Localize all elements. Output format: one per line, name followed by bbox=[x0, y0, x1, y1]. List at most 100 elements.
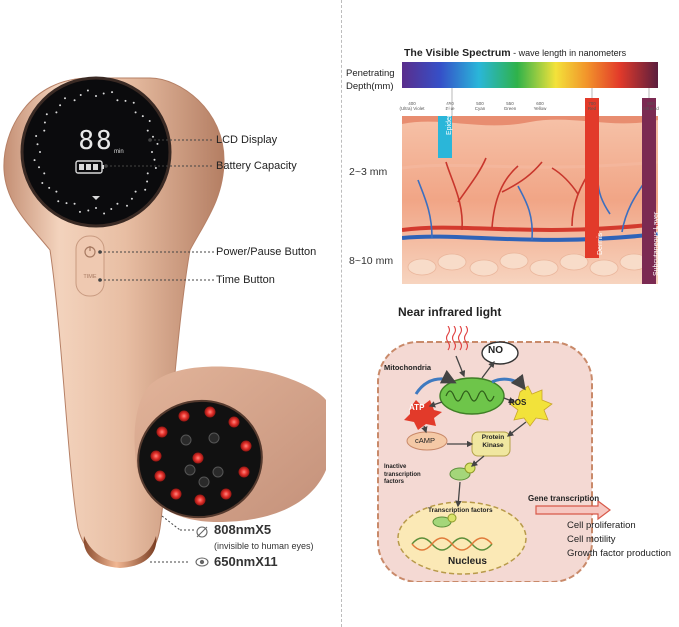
screen-dot bbox=[43, 172, 46, 175]
red-led bbox=[170, 488, 182, 500]
red-led bbox=[228, 416, 240, 428]
red-led bbox=[238, 466, 250, 478]
screen-dot bbox=[39, 151, 41, 153]
protein-kinase-label: Protein Kinase bbox=[481, 434, 505, 449]
inactive-tf-label: Inactive transcription factors bbox=[384, 464, 421, 485]
screen-dot bbox=[36, 143, 39, 146]
lcd-digits: 88 bbox=[78, 126, 114, 156]
no-bubble bbox=[481, 341, 519, 365]
time-button-callout: Time Button bbox=[216, 274, 275, 286]
screen-dot bbox=[148, 120, 151, 122]
screen-dot bbox=[151, 135, 154, 138]
mitochondria-label: Mitochondria bbox=[384, 363, 432, 372]
screen-dot bbox=[33, 159, 36, 162]
screen-dot bbox=[38, 166, 41, 169]
screen-dot bbox=[87, 209, 90, 212]
atp-burst bbox=[404, 400, 442, 430]
atp-label: ATP bbox=[409, 403, 425, 412]
screen-dot bbox=[73, 202, 76, 205]
cell-diagram-title: Near infrared light bbox=[398, 305, 502, 319]
subcutaneous-bar bbox=[642, 98, 656, 284]
screen-dot bbox=[110, 207, 113, 210]
power-pause-callout: Power/Pause Button bbox=[216, 246, 317, 258]
screen-dot bbox=[124, 99, 127, 102]
power-button[interactable] bbox=[78, 242, 102, 264]
dermis-label: Dermis bbox=[597, 232, 604, 255]
epidermis-label: Epidermis bbox=[446, 103, 453, 135]
screen-dot bbox=[130, 197, 133, 200]
screen-dot bbox=[146, 129, 149, 132]
nir-led bbox=[184, 464, 196, 476]
red-led bbox=[192, 452, 204, 464]
nucleus-label: Nucleus bbox=[448, 556, 487, 567]
nir-led-label: 808nmX5 bbox=[214, 522, 272, 537]
screen-dot bbox=[45, 113, 48, 116]
screen-dot bbox=[79, 94, 82, 97]
screen-dot bbox=[116, 99, 119, 102]
gene-transcription-arrow bbox=[535, 499, 611, 521]
camp-label: cAMP bbox=[415, 436, 436, 445]
screen-dot bbox=[64, 97, 66, 100]
screen-dot bbox=[146, 180, 149, 183]
ros-burst bbox=[509, 385, 553, 427]
screen-dot bbox=[116, 202, 119, 205]
cell-mechanism-diagram bbox=[377, 326, 611, 582]
screen-dot bbox=[48, 186, 51, 189]
screen-dot bbox=[95, 207, 97, 209]
spectrum-subtitle: - wave length in nanometers bbox=[510, 48, 627, 58]
screen-dot bbox=[86, 89, 89, 92]
spectrum-title-row: The Visible Spectrum - wave length in na… bbox=[404, 47, 626, 59]
depth-label-2: 8~10 mm bbox=[349, 255, 394, 267]
nir-note: (invisible to human eyes) bbox=[214, 541, 314, 551]
screen-dot bbox=[43, 121, 46, 124]
red-led bbox=[156, 426, 168, 438]
red-led bbox=[178, 410, 190, 422]
red-led-label: 650nmX11 bbox=[214, 554, 278, 569]
screen-dot bbox=[55, 111, 58, 114]
battery-capacity-callout: Battery Capacity bbox=[216, 160, 297, 172]
outcome-cell-motility: Cell motility bbox=[567, 534, 616, 545]
screen-dot bbox=[43, 129, 46, 132]
screen-dot bbox=[151, 151, 153, 153]
red-led bbox=[204, 406, 216, 418]
button-panel bbox=[75, 235, 105, 297]
screen-dot bbox=[132, 101, 135, 104]
gene-transcription-label: Gene transcription bbox=[528, 494, 600, 503]
penetrating-depth-label: Penetrating Depth(mm) bbox=[346, 68, 395, 92]
screen-dot bbox=[126, 204, 128, 207]
no-label: NO bbox=[488, 345, 503, 356]
screen-dot bbox=[55, 190, 58, 193]
red-led bbox=[220, 488, 232, 500]
red-led bbox=[240, 440, 252, 452]
nir-led bbox=[208, 432, 220, 444]
lcd-screen bbox=[20, 76, 172, 228]
outcome-cell-proliferation: Cell proliferation bbox=[567, 520, 636, 531]
screen-dot bbox=[59, 104, 62, 107]
screen-dot bbox=[65, 202, 68, 205]
screen-dot bbox=[134, 190, 137, 193]
outcome-growth-factor: Growth factor production bbox=[567, 548, 672, 559]
dermis-bar bbox=[585, 98, 599, 258]
lcd-display-callout: LCD Display bbox=[216, 134, 278, 146]
screen-dot bbox=[111, 91, 114, 94]
screen-dot bbox=[141, 115, 144, 118]
transcription-factors-label: Transcription factors bbox=[428, 507, 493, 514]
screen-dot bbox=[154, 167, 157, 170]
nir-led bbox=[198, 476, 210, 488]
device-illustration bbox=[3, 76, 326, 568]
subcutaneous-label: Subcutaneous Layer bbox=[653, 211, 660, 276]
skin-spectrum-diagram bbox=[402, 62, 658, 284]
spectrum-bar bbox=[402, 62, 658, 88]
screen-dot bbox=[35, 134, 38, 137]
epidermis-bar bbox=[438, 116, 452, 158]
screen-dot bbox=[153, 158, 156, 161]
tick-400: 400(Ultra) Violet bbox=[399, 101, 425, 111]
time-button[interactable]: TIME bbox=[83, 274, 97, 280]
active-tf-shape bbox=[432, 513, 457, 528]
device-base-cap bbox=[83, 536, 157, 568]
